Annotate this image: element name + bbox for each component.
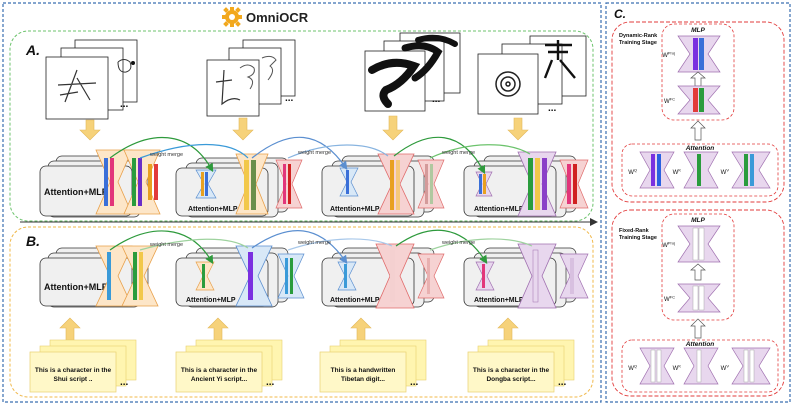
svg-text:WK: WK — [673, 364, 682, 373]
section-a-label: A. — [25, 42, 40, 58]
svg-text:WFC: WFC — [664, 97, 675, 106]
svg-text:WQ: WQ — [628, 168, 637, 177]
svg-text:Attention: Attention — [685, 341, 715, 348]
svg-text:WQ: WQ — [628, 364, 637, 373]
svg-text:This is a handwritten: This is a handwritten — [331, 367, 396, 374]
section-a-block-2: Attention+MLP — [175, 153, 303, 218]
prompt-stack-2: This is a character in the Ancient Yi sc… — [175, 339, 283, 393]
svg-text:This is a character in the: This is a character in the — [473, 367, 550, 374]
prompt-stack-1: This is a character in the Shui script .… — [29, 339, 137, 393]
svg-text:Attention+MLP: Attention+MLP — [44, 187, 108, 197]
section-b-frame — [9, 226, 594, 398]
title-text: OmniOCR — [246, 10, 309, 25]
logo-gear-icon — [222, 7, 242, 27]
svg-text:WProj: WProj — [662, 51, 675, 60]
svg-text:Fixed-Rank: Fixed-Rank — [619, 228, 650, 234]
svg-text:Ancient Yi script...: Ancient Yi script... — [191, 376, 248, 383]
svg-text:Attention+MLP: Attention+MLP — [44, 282, 108, 292]
svg-text:weight merge: weight merge — [149, 152, 183, 158]
right-outer-frame — [605, 2, 791, 403]
svg-text:...: ... — [558, 377, 567, 388]
svg-text:This is a character in the: This is a character in the — [181, 367, 258, 374]
svg-text:Tibetan digit...: Tibetan digit... — [341, 376, 385, 383]
title-group: OmniOCR — [222, 7, 309, 27]
svg-text:Shui script ..: Shui script .. — [53, 376, 92, 383]
svg-text:Attention+MLP: Attention+MLP — [474, 206, 524, 213]
section-b-block-4: Attention+MLP — [463, 243, 589, 309]
section-a-frame — [9, 30, 594, 222]
fixed-rank-panel: Fixed-Rank Training Stage MLP WProj WFC … — [611, 209, 785, 397]
svg-text:Training Stage: Training Stage — [619, 40, 657, 46]
svg-text:...: ... — [285, 93, 294, 104]
svg-text:WV: WV — [721, 364, 730, 373]
section-b-block-3: Attention+MLP — [321, 243, 445, 309]
svg-text:WV: WV — [721, 168, 730, 177]
svg-text:Training Stage: Training Stage — [619, 235, 657, 241]
svg-text:...: ... — [548, 103, 557, 114]
svg-text:weight merge: weight merge — [149, 242, 183, 248]
dynamic-rank-panel: Dynamic-Rank Training Stage MLP WProj WF… — [611, 21, 785, 203]
svg-text:weight merge: weight merge — [297, 240, 331, 246]
prompt-stack-4: This is a character in the Dongba script… — [467, 339, 575, 393]
section-b-block-1: Attention+MLP — [39, 245, 159, 308]
svg-text:WFC: WFC — [664, 295, 675, 304]
image-stack-1: ... — [45, 39, 138, 120]
svg-text:...: ... — [120, 99, 129, 110]
svg-text:...: ... — [120, 377, 129, 388]
section-a-merge-arcs — [109, 136, 531, 175]
section-b-label: B. — [26, 233, 40, 249]
section-a-block-4: Attention+MLP — [463, 151, 589, 218]
svg-text:MLP: MLP — [691, 27, 705, 34]
svg-text:...: ... — [410, 377, 419, 388]
svg-text:weight merge: weight merge — [441, 150, 475, 156]
section-b-block-2: Attention+MLP — [175, 245, 305, 308]
section-a-block-3: Attention+MLP — [321, 153, 445, 218]
svg-text:weight merge: weight merge — [297, 150, 331, 156]
svg-text:weight merge: weight merge — [441, 240, 475, 246]
svg-text:Attention: Attention — [685, 145, 715, 152]
svg-text:Attention+MLP: Attention+MLP — [474, 297, 524, 304]
section-b-up-arrows — [59, 317, 519, 341]
image-stack-4: ... — [477, 35, 587, 115]
left-outer-frame — [2, 2, 602, 403]
section-a-down-arrows — [79, 115, 529, 141]
svg-text:Attention+MLP: Attention+MLP — [330, 297, 380, 304]
prompt-stack-3: This is a handwritten Tibetan digit... .… — [319, 339, 427, 393]
svg-text:Dongba script...: Dongba script... — [486, 376, 535, 383]
svg-text:WProj: WProj — [662, 241, 675, 250]
svg-text:This is a character in the: This is a character in the — [35, 367, 112, 374]
svg-text:Attention+MLP: Attention+MLP — [186, 297, 236, 304]
image-stack-2: ... — [206, 39, 296, 117]
svg-text:Attention+MLP: Attention+MLP — [188, 206, 238, 213]
svg-text:MLP: MLP — [691, 217, 705, 224]
section-a-block-1: Attention+MLP — [39, 149, 161, 218]
svg-text:...: ... — [266, 377, 275, 388]
section-b-merge-arcs — [109, 229, 533, 265]
svg-text:Attention+MLP: Attention+MLP — [330, 206, 380, 213]
svg-text:...: ... — [432, 94, 441, 105]
image-stack-3: ... — [364, 32, 461, 112]
svg-text:Dynamic-Rank: Dynamic-Rank — [619, 33, 658, 39]
section-c-label: C. — [614, 7, 626, 21]
svg-text:WK: WK — [673, 168, 682, 177]
